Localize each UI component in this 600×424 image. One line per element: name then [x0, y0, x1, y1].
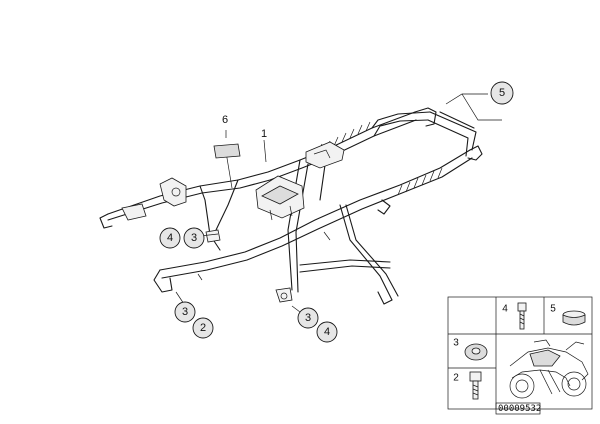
- legend-cell-3-label: 3: [453, 338, 459, 349]
- callout-front-2: 2: [192, 317, 214, 339]
- callout-rear-3-label: 3: [305, 312, 311, 324]
- callout-left-4: 4: [159, 227, 181, 249]
- rear-frame: [99, 107, 483, 305]
- parts-legend: 4 5 3 2: [447, 296, 593, 410]
- leader-lines: [175, 93, 502, 313]
- callout-left-3-label: 3: [191, 232, 197, 244]
- callout-6-label: 6: [222, 114, 228, 126]
- legend-cell-4-label: 4: [502, 304, 508, 315]
- callout-front-2-label: 2: [200, 322, 206, 334]
- callout-rear-3: 3: [297, 307, 319, 329]
- damper-plate: [213, 143, 241, 159]
- diagram-id: 00009532: [495, 402, 541, 415]
- motorcycle-icon: [509, 339, 589, 399]
- legend-cell-2: 2: [453, 371, 482, 400]
- legend-cell-5: 5: [550, 304, 586, 326]
- diagram-id-label: 00009532: [498, 404, 541, 414]
- callout-front-3: 3: [174, 301, 196, 323]
- callout-1-label: 1: [261, 128, 267, 140]
- legend-cell-2-label: 2: [453, 373, 459, 384]
- callout-rear-4-label: 4: [324, 326, 330, 338]
- callout-front-3-label: 3: [182, 306, 188, 318]
- callout-left-3: 3: [183, 227, 205, 249]
- legend-cell-5-label: 5: [550, 304, 556, 315]
- callout-5: 5: [490, 81, 514, 105]
- washer-icon: [464, 343, 488, 361]
- callout-left-4-label: 4: [167, 232, 173, 244]
- callout-rear-4: 4: [316, 321, 338, 343]
- callout-1: 1: [261, 128, 267, 140]
- callout-6: 6: [222, 114, 228, 126]
- callout-5-label: 5: [499, 87, 505, 99]
- legend-cell-3: 3: [453, 338, 488, 361]
- screw-icon: [517, 302, 527, 330]
- grommet-icon: [562, 310, 586, 326]
- bolt-icon: [469, 371, 482, 400]
- legend-cell-4: 4: [502, 302, 527, 330]
